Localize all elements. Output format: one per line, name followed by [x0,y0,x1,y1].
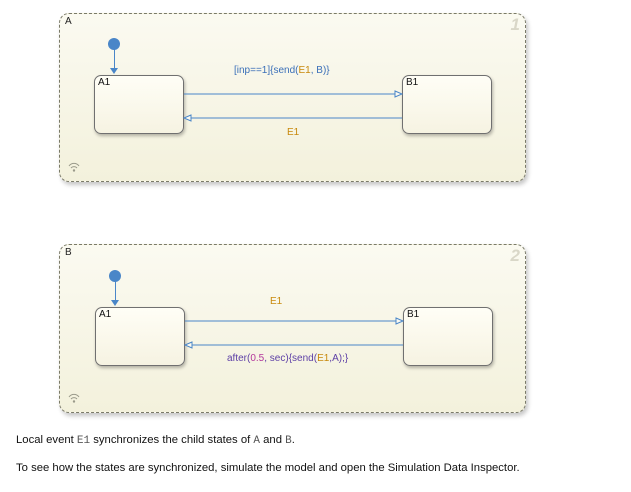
chart-b-transition-bottom-label[interactable]: after(0.5, sec){send(E1,A);} [227,353,348,364]
condition-text: [inp==1]{send( [234,65,299,76]
chart-a-state-a1-label: A1 [98,77,111,88]
caption-code: A [253,435,260,447]
chart-a-transitions [182,90,404,122]
broadcast-icon [68,393,80,403]
chart-b-state-b1-label: B1 [407,309,420,320]
chart-a-default-transition-dot[interactable] [108,38,120,50]
caption-text: synchronizes the child states of [90,434,254,446]
chart-a-state-a1[interactable]: A1 [94,75,184,134]
chart-b-execution-order: 2 [510,246,520,265]
broadcast-icon [68,162,80,172]
event-text: E1 [317,353,330,364]
chart-a: A 1 A1 B1 [inp==1]{send(E1, B)} E1 [59,13,526,182]
caption-text: and [260,434,286,446]
caption-line-1: Local event E1 synchronizes the child st… [16,434,295,447]
chart-b-state-a1[interactable]: A1 [95,307,185,366]
chart-a-arrowhead-to-a1 [182,114,192,122]
caption-line-2: To see how the states are synchronized, … [16,462,520,474]
caption-code: B [285,435,292,447]
chart-a-state-b1[interactable]: B1 [402,75,492,134]
chart-a-default-transition-line [114,49,115,68]
temporal-operator-text: after( [227,353,251,364]
caption-text: Local event [16,434,77,446]
caption-code: E1 [76,435,91,447]
chart-a-transition-bottom-label[interactable]: E1 [287,127,300,138]
event-text: E1 [298,65,311,76]
chart-b-transitions [183,317,405,349]
chart-a-label: A [65,16,72,27]
action-text: , B)} [310,65,330,76]
chart-b-transition-top-label[interactable]: E1 [270,296,283,307]
chart-b: B 2 A1 B1 E1 after(0.5, sec){send(E1,A);… [59,244,526,413]
chart-b-arrowhead-to-a1 [183,341,193,349]
chart-b-default-transition-line [115,281,116,300]
chart-b-arrowhead-to-b1 [395,317,405,325]
chart-a-arrowhead-to-b1 [394,90,404,98]
number-text: 0.5 [250,353,265,364]
action-text: , sec){send( [264,353,318,364]
chart-b-state-b1[interactable]: B1 [403,307,493,366]
chart-b-label: B [65,247,72,258]
chart-b-state-a1-label: A1 [99,309,112,320]
chart-b-default-transition-dot[interactable] [109,270,121,282]
chart-a-default-transition-arrowhead [110,68,118,74]
chart-a-execution-order: 1 [510,15,520,34]
caption-text: . [291,434,295,446]
chart-a-transition-top-label[interactable]: [inp==1]{send(E1, B)} [234,65,330,76]
chart-b-default-transition-arrowhead [111,300,119,306]
action-text: ,A);} [329,353,349,364]
chart-a-state-b1-label: B1 [406,77,419,88]
